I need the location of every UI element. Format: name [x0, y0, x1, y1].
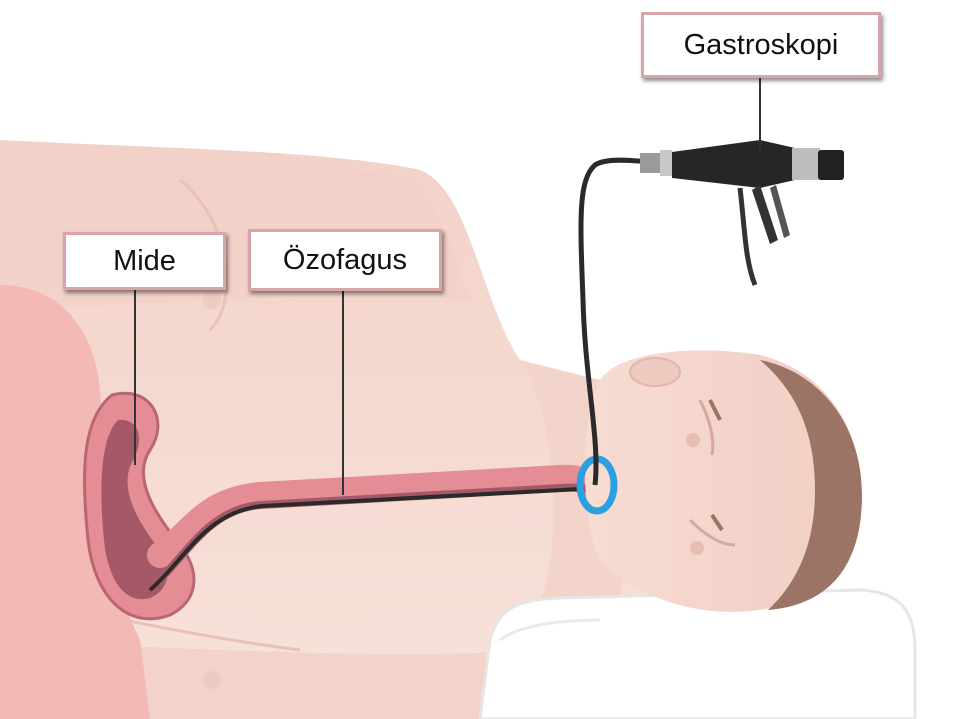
mide-label: Mide: [63, 232, 226, 290]
pillow: [480, 590, 915, 719]
gastroskopi-label: Gastroskopi: [641, 12, 881, 78]
nipple: [203, 671, 221, 689]
ozofagus-label: Özofagus: [248, 229, 442, 291]
ear: [630, 358, 680, 386]
gastroscope-device: [640, 140, 844, 285]
